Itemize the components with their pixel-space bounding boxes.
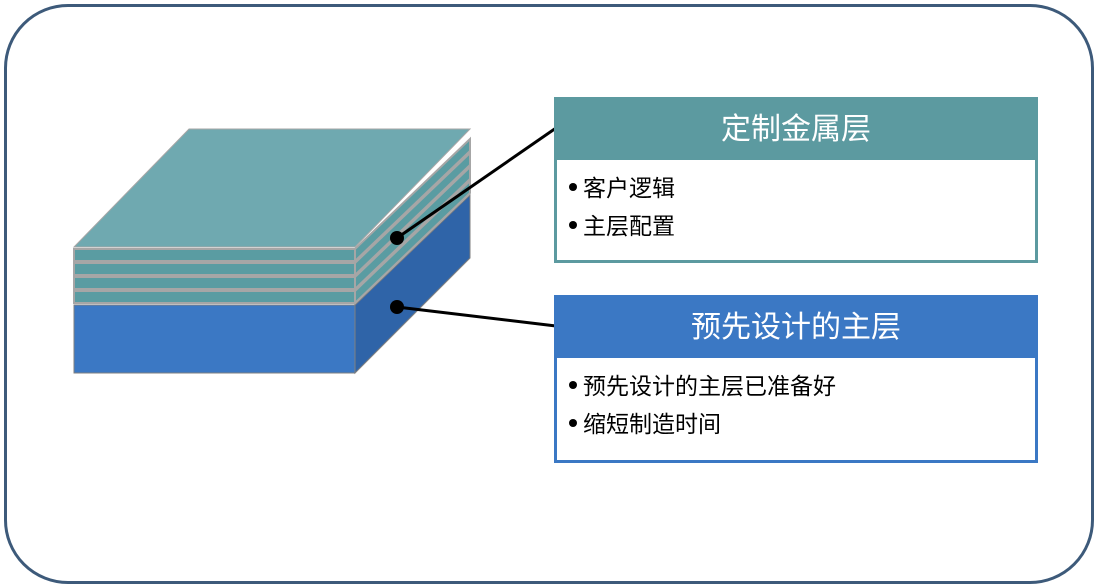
base-layer-callout: 预先设计的主层 预先设计的主层已准备好 缩短制造时间	[554, 295, 1038, 463]
list-item: 主层配置	[569, 208, 1035, 246]
metal-connector-dot	[390, 231, 404, 245]
metal-layer-strip-4	[73, 290, 356, 304]
metal-layer-side-4	[354, 178, 471, 306]
bullet-icon	[569, 182, 577, 191]
base-layer-front	[73, 304, 356, 374]
metal-layer-side-1	[354, 136, 471, 264]
bullet-icon	[569, 220, 577, 229]
base-connector-line	[396, 305, 557, 328]
base-layer-list: 预先设计的主层已准备好 缩短制造时间	[557, 358, 1035, 444]
metal-layer-strip-2	[73, 262, 356, 276]
base-item-text: 预先设计的主层已准备好	[583, 374, 836, 400]
stack-top-face	[72, 128, 472, 248]
metal-layer-side-2	[354, 150, 471, 278]
layer-stack-diagram	[72, 126, 557, 375]
metal-layer-list: 客户逻辑 主层配置	[557, 160, 1035, 246]
base-layer-title: 预先设计的主层	[557, 298, 1035, 358]
metal-layer-strip-3	[73, 276, 356, 290]
metal-layer-strip-1	[73, 248, 356, 262]
list-item: 客户逻辑	[569, 170, 1035, 208]
bullet-icon	[569, 418, 577, 427]
metal-layer-callout: 定制金属层 客户逻辑 主层配置	[554, 97, 1038, 263]
list-item: 预先设计的主层已准备好	[569, 368, 1035, 406]
metal-item-text: 主层配置	[583, 214, 675, 240]
metal-layer-title: 定制金属层	[557, 100, 1035, 160]
bullet-icon	[569, 380, 577, 389]
base-item-text: 缩短制造时间	[583, 412, 721, 438]
base-connector-dot	[390, 300, 404, 314]
list-item: 缩短制造时间	[569, 406, 1035, 444]
metal-connector-line	[396, 126, 557, 240]
metal-item-text: 客户逻辑	[583, 176, 675, 202]
